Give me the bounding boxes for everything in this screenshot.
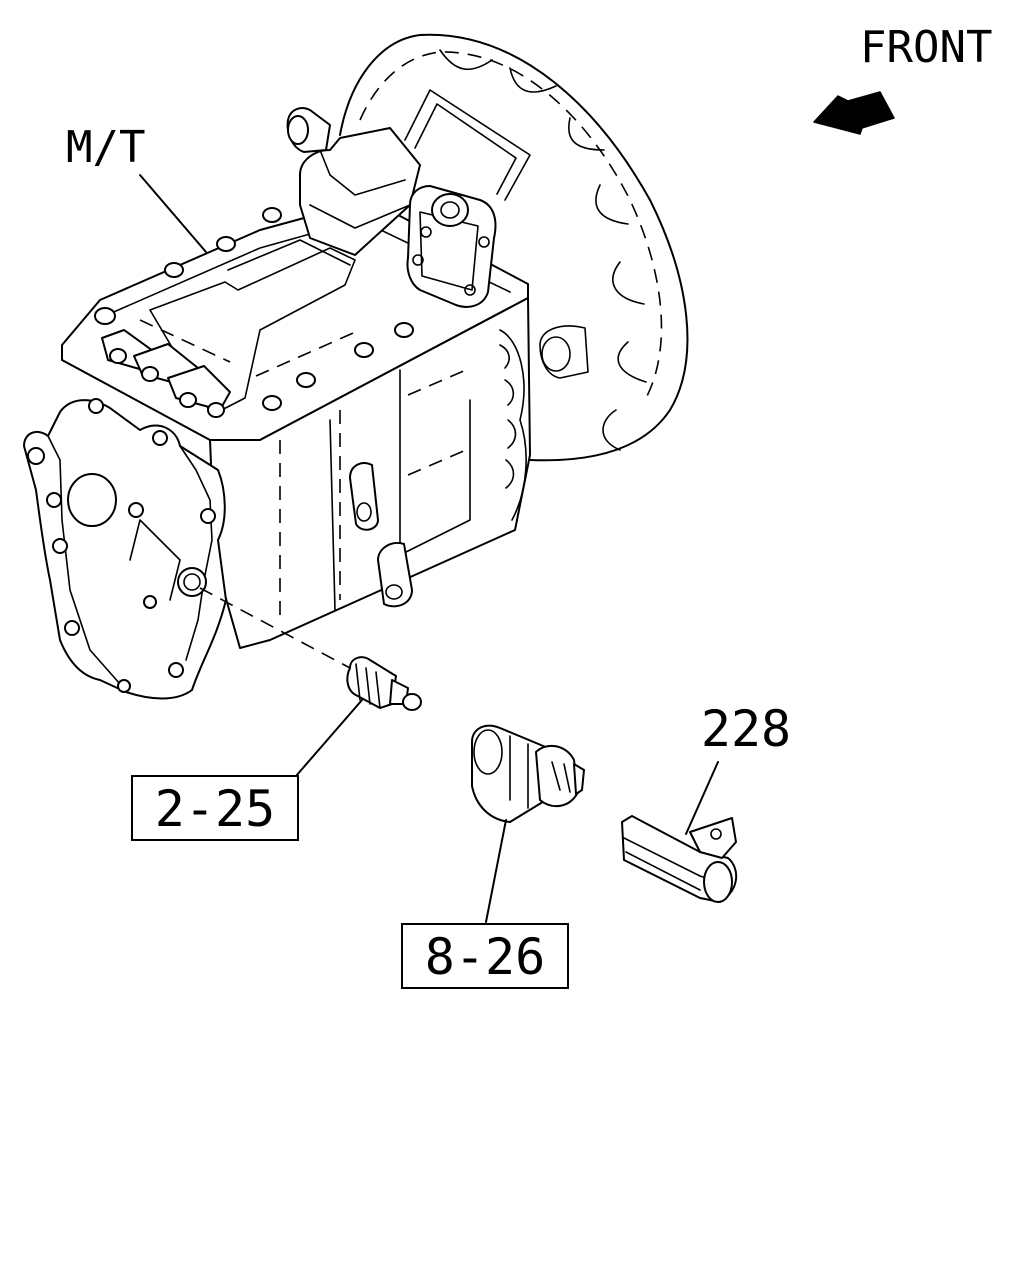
front-indicator: FRONT [813, 22, 992, 135]
leader-transmission [139, 174, 207, 253]
leader-8-26 [485, 819, 507, 923]
part-number-228: 228 [701, 700, 791, 758]
shift-rails [101, 329, 231, 418]
leader-2-25 [295, 699, 363, 777]
leader-228 [685, 761, 719, 835]
part-number-2-25: 2-25 [155, 780, 275, 838]
front-label: FRONT [860, 22, 992, 73]
front-arrow-icon [813, 91, 895, 135]
part-228-bracket [621, 815, 738, 903]
part-number-8-26: 8-26 [425, 928, 545, 986]
transmission-case [61, 107, 531, 649]
callout-box-8-26: 8-26 [401, 923, 569, 989]
part-8-26-switch [471, 724, 585, 823]
alignment-line [199, 587, 351, 669]
transmission-label: M/T [66, 122, 145, 173]
part-2-25-sensor [346, 656, 422, 711]
callout-box-2-25: 2-25 [131, 775, 299, 841]
top-cover-bolts [94, 207, 414, 411]
transmission-callout: M/T [66, 122, 207, 253]
callout-frame-8-26 [401, 923, 569, 989]
rear-extension-housing [23, 398, 227, 700]
bell-housing [339, 33, 689, 462]
callout-frame-2-25 [131, 775, 299, 841]
